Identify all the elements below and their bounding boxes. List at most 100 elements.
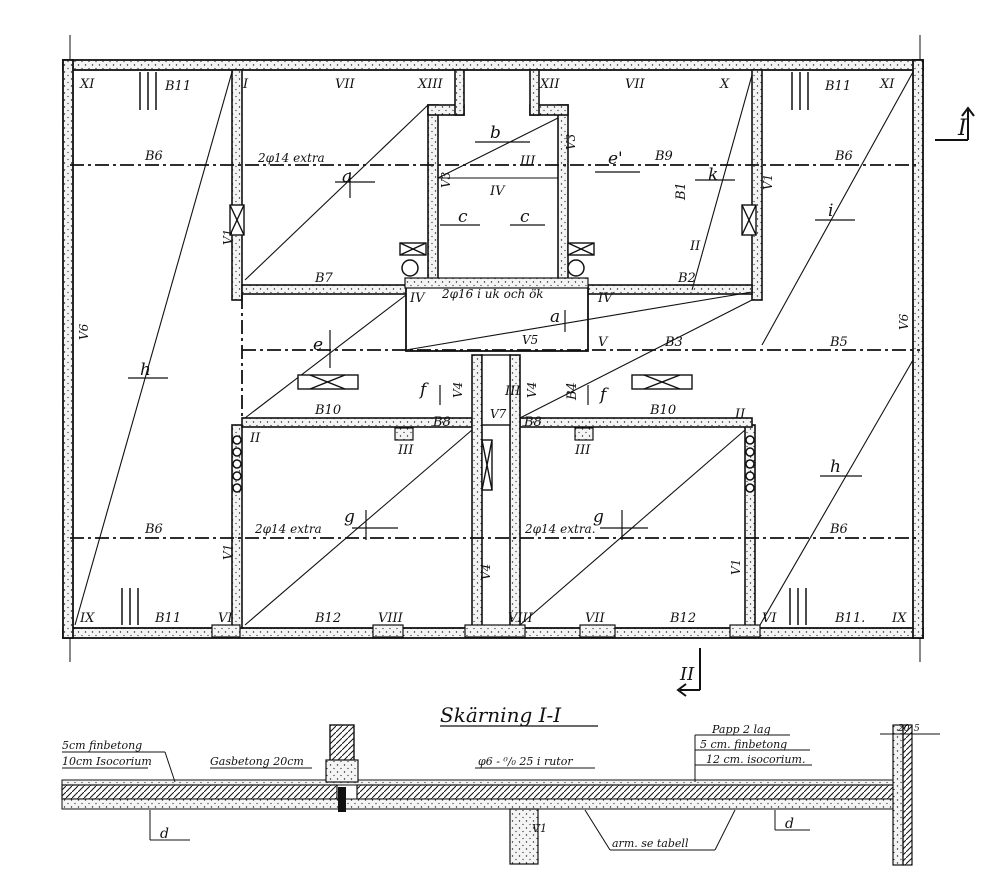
span-letter: a — [342, 167, 352, 187]
beam-label: B4 — [565, 382, 580, 401]
roman-numeral: VII — [585, 611, 606, 626]
wall-label: V4 — [479, 564, 493, 580]
beam-label: B7 — [314, 271, 334, 286]
roman-numeral: III — [519, 154, 536, 169]
roman-numerals: XI I VII XIII XII VII X XI IV IV V II II… — [79, 77, 907, 626]
wall-label: V4 — [525, 382, 539, 398]
section-mark-bottom-label: II — [679, 664, 695, 685]
core-shaft — [481, 354, 511, 426]
roman-numeral: V — [598, 335, 609, 350]
roman-numeral: III — [504, 384, 521, 399]
beam-label: B6 — [829, 522, 848, 537]
roman-numeral: IX — [79, 611, 95, 626]
roman-numeral: VII — [335, 77, 356, 92]
roman-numeral: II — [734, 407, 746, 422]
section-note: arm. se tabell — [612, 837, 689, 850]
section-note: 20 — [897, 724, 910, 734]
reinforcement-note: 2φ14 extra. — [524, 522, 596, 536]
beam-label: B11. — [834, 611, 865, 626]
span-letter: f — [598, 385, 609, 405]
section-note: Papp 2 lag — [711, 723, 771, 736]
roman-numeral: VI — [762, 611, 777, 626]
wall-label: V3 — [564, 133, 578, 150]
beam-label: B5 — [829, 335, 848, 350]
section-note: 5 cm. finbetong — [700, 738, 787, 751]
roman-numeral: III — [574, 443, 591, 458]
section-mark-top-label: I — [957, 116, 968, 141]
section-note: Gasbetong 20cm — [210, 755, 304, 768]
wall-label: V1 — [221, 229, 235, 245]
roman-numeral: IV — [409, 291, 426, 306]
pier-stubs — [211, 427, 761, 638]
roman-numeral: XIII — [417, 77, 444, 92]
beam-label: B12 — [314, 611, 341, 626]
section-note: φ6 - ⁰/₀ 25 i rutor — [478, 755, 573, 768]
wall-label: V6 — [77, 323, 91, 340]
beam-label: B11 — [164, 79, 191, 94]
section-note: V1 — [532, 822, 547, 835]
section-note: d — [785, 816, 794, 832]
span-letters: a a b c c e e' f f g g h h i k — [140, 123, 841, 527]
span-letter: e — [313, 335, 323, 355]
wall-label: V1 — [221, 544, 235, 560]
roman-numeral: XI — [79, 77, 95, 92]
wall-label: V1 — [761, 174, 775, 190]
roman-numeral: XI — [879, 77, 895, 92]
section-note: 10cm Isocorium — [62, 755, 152, 768]
span-letter: h — [830, 457, 841, 477]
roman-numeral: VI — [218, 611, 233, 626]
wall-label: V3 — [439, 171, 453, 188]
reinforcement-notes: 2φ14 extra 2φ14 extra 2φ14 extra. 2φ16 i… — [254, 151, 596, 536]
beam-label: B6 — [144, 149, 163, 164]
span-letter: f — [418, 380, 429, 400]
span-arrows — [128, 141, 862, 540]
section-note: 5cm finbetong — [62, 739, 142, 752]
rebar-detail-icons — [229, 204, 757, 491]
section-marker-i — [935, 106, 975, 141]
beam-labels: B11 B11 B11 B11. B6 B6 B6 B6 B9 B7 B2 B3… — [144, 79, 865, 626]
beam-label: B6 — [834, 149, 853, 164]
section-slab — [61, 724, 913, 866]
section-note: 5 — [914, 724, 920, 734]
roman-numeral: VIII — [508, 611, 534, 626]
section-title: Skärning I-I — [440, 703, 562, 727]
span-letter: h — [140, 360, 151, 380]
pipe-marks — [121, 72, 809, 625]
reinforcement-note: 2φ16 i uk och ök — [441, 287, 544, 301]
beam-label: B3 — [664, 335, 683, 350]
beam-label: B12 — [669, 611, 696, 626]
roman-numeral: I — [242, 77, 249, 92]
section-leaders — [62, 733, 940, 851]
section-note: d — [160, 826, 169, 842]
beam-label: B11 — [824, 79, 851, 94]
wall-label: V1 — [729, 559, 743, 575]
roman-numeral: II — [689, 239, 701, 254]
beam-label: B1 — [674, 182, 689, 201]
span-letter: g — [593, 507, 604, 527]
beam-lines — [70, 164, 920, 539]
roman-numeral: IV — [597, 291, 614, 306]
span-letter: a — [550, 307, 560, 327]
span-letter: c — [458, 207, 468, 227]
axis-lines — [69, 35, 921, 662]
span-letter: c — [520, 207, 530, 227]
beam-label: B2 — [677, 271, 696, 286]
section-marker-ii — [676, 648, 701, 697]
span-letter: k — [708, 165, 718, 185]
wall-label: V4 — [451, 382, 465, 398]
span-letter: b — [490, 123, 501, 143]
beam-label: B8 — [523, 415, 542, 430]
reinforcement-note: 2φ14 extra — [254, 522, 322, 536]
span-letter: g — [344, 507, 355, 527]
roman-numeral: IV — [489, 184, 506, 199]
wall-label: V6 — [897, 313, 911, 330]
roman-numeral: VII — [625, 77, 646, 92]
roman-numeral: IX — [891, 611, 907, 626]
span-letter: e' — [608, 149, 623, 169]
beam-label: B8 — [432, 415, 451, 430]
beam-label: B9 — [654, 149, 673, 164]
roman-numeral: III — [397, 443, 414, 458]
beam-label: B6 — [144, 522, 163, 537]
span-letter: i — [828, 201, 833, 221]
